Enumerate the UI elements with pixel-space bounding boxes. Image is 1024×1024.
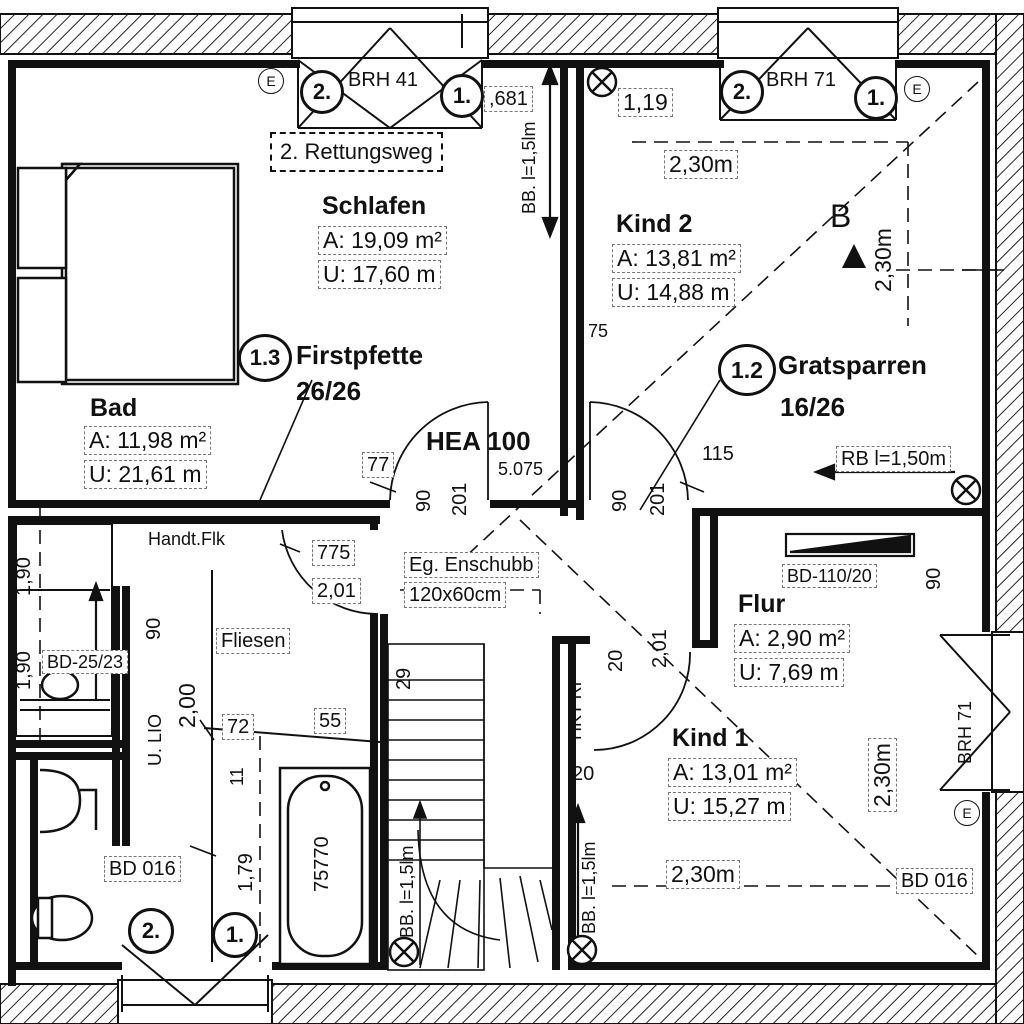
- b-marker: B: [830, 198, 852, 234]
- dim-230-kind2-vertical: 2,30m: [870, 228, 896, 292]
- dim-190: 1,90: [13, 557, 35, 596]
- window-number-1-schlafen: 1.: [440, 74, 484, 118]
- e-marker-flur: E: [954, 800, 980, 826]
- dim-72: 72: [222, 714, 255, 740]
- bd-110-label: BD-110/20: [782, 564, 877, 588]
- room-name-kind2: Kind 2: [616, 210, 693, 238]
- dim-190b: 1,90: [13, 651, 35, 690]
- room-area-kind2: A: 13,81 m²: [612, 244, 741, 273]
- dim-201-flur: 2,01: [649, 629, 671, 668]
- tick-marks: [189, 481, 705, 857]
- bb-stair-left-label: BB. l=1,5lm: [397, 845, 417, 938]
- bed: [16, 162, 240, 386]
- dim-201-b: 201: [647, 482, 669, 516]
- dim-20-a: 20: [605, 649, 627, 672]
- dim-230-kind1-vertical: 2,30m: [868, 738, 897, 812]
- beam-name-firstpfette: Firstpfette: [296, 340, 424, 370]
- bathtub: [278, 766, 372, 966]
- bd-016-right-label: BD 016: [896, 868, 973, 894]
- e-marker-kind2: E: [904, 76, 930, 102]
- beam-number-1-3: 1.3: [238, 334, 292, 382]
- fliesen-label: Fliesen: [216, 628, 291, 654]
- window-number-2-kind2: 2.: [720, 70, 764, 114]
- room-perimeter-kind2: U: 14,88 m: [612, 278, 735, 307]
- window-brh41: BRH 41: [348, 69, 419, 91]
- beam-hea: HEA 100: [426, 426, 531, 456]
- room-name-flur: Flur: [738, 590, 786, 618]
- room-name-kind1: Kind 1: [672, 724, 749, 752]
- rb-label: RB l=1,50m: [836, 446, 952, 472]
- dim-230-kind1: 2,30m: [666, 860, 740, 889]
- window-number-2-schlafen: 2.: [300, 70, 344, 114]
- tub-label: 75770: [311, 836, 333, 892]
- dim-115: 115: [702, 443, 734, 465]
- u-lio-label: U. LIO: [145, 713, 165, 766]
- room-area-schlafen: A: 19,09 m²: [318, 226, 447, 255]
- dim-681: ,681: [484, 86, 533, 112]
- dim-77: 77: [362, 452, 395, 478]
- dim-29: 29: [393, 667, 415, 690]
- beam-size-gratsparren: 16/26: [780, 392, 846, 422]
- window-number-1-kind2: 1.: [854, 76, 898, 120]
- dim-119: 1,19: [618, 88, 673, 117]
- room-perimeter-kind1: U: 15,27 m: [668, 792, 791, 821]
- dim-90-b: 90: [609, 489, 631, 512]
- bd-016-left-label: BD 016: [104, 856, 181, 882]
- room-perimeter-bad: U: 21,61 m: [84, 460, 207, 489]
- exterior-walls: [0, 7, 1024, 1024]
- bd-25-label: BD-25/23: [42, 650, 129, 674]
- dim-200: 2,00: [174, 683, 200, 728]
- dim-201-a: 201: [449, 482, 471, 516]
- dim-90-a: 90: [413, 489, 435, 512]
- e-marker: E: [258, 68, 284, 94]
- eg-enschubb-label: Eg. Enschubb: [404, 552, 539, 578]
- hole-size-label: 120x60cm: [404, 582, 507, 608]
- cross-markers: [388, 66, 982, 968]
- room-name-schlafen: Schlafen: [322, 192, 427, 220]
- bb-top-label: BB. l=1,5lm: [519, 121, 539, 214]
- dim-55: 55: [314, 708, 347, 734]
- bb-stair-right-label: BB. l=1,5lm: [579, 841, 599, 934]
- dim-5075: 5.075: [498, 459, 544, 479]
- handt-flk-label: Handt.Flk: [148, 529, 226, 549]
- level-triangle: [842, 244, 866, 268]
- beam-size-firstpfette: 26/26: [296, 376, 362, 406]
- staircase: [387, 643, 553, 971]
- interior-walls: [8, 60, 990, 986]
- window-brh71-side: BRH 71: [955, 700, 975, 764]
- room-area-bad: A: 11,98 m²: [84, 426, 212, 455]
- dim-11: 11: [227, 767, 247, 786]
- beam-number-1-2: 1.2: [718, 344, 776, 396]
- dimension-arrows: [88, 62, 955, 960]
- rettungsweg-label: 2. Rettungsweg: [270, 132, 443, 172]
- dim-179: 1,79: [235, 853, 257, 892]
- dim-230-kind2: 2,30m: [664, 150, 738, 179]
- beam-name-gratsparren: Gratsparren: [778, 350, 927, 380]
- dim-75: 75: [588, 321, 609, 341]
- room-perimeter-flur: U: 7,69 m: [734, 658, 844, 687]
- dim-20-b: 20: [572, 763, 595, 785]
- dim-90-flur: 90: [923, 567, 945, 590]
- dim-90-bad: 90: [143, 617, 165, 640]
- hkt-rp-label: HKT RP: [565, 674, 585, 740]
- room-perimeter-schlafen: U: 17,60 m: [318, 260, 441, 289]
- window-number-1-bad: 1.: [212, 912, 258, 958]
- leader-lines: [259, 269, 1004, 511]
- dim-775: 775: [312, 540, 356, 566]
- room-name-bad: Bad: [90, 394, 138, 422]
- room-area-kind1: A: 13,01 m²: [668, 758, 797, 787]
- window-brh71: BRH 71: [766, 69, 837, 91]
- room-area-flur: A: 2,90 m²: [734, 624, 851, 653]
- sanitary: [30, 669, 98, 942]
- dim-201-c: 2,01: [312, 578, 361, 604]
- window-number-2-bad: 2.: [128, 908, 174, 954]
